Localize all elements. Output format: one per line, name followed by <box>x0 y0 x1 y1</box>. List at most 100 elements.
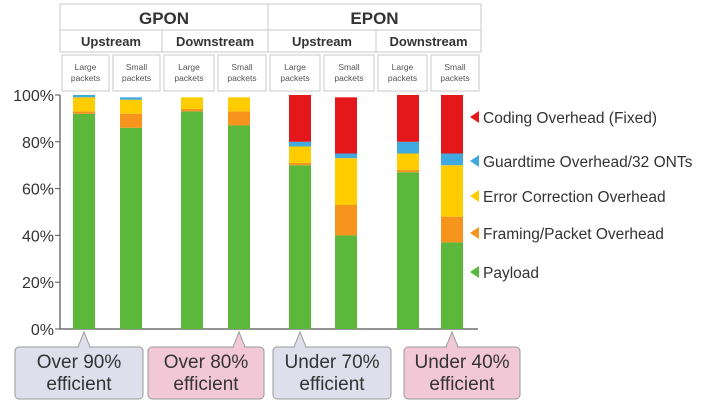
bar-segment-framing-packet-overhead <box>181 109 203 112</box>
y-tick-label: 20% <box>22 275 54 292</box>
bars <box>73 95 463 329</box>
category-label: packets <box>334 73 363 83</box>
subgroup-header-cell <box>375 29 482 53</box>
legend-marker <box>470 111 479 123</box>
category-label: Small <box>338 62 359 72</box>
subgroup-header-label: Upstream <box>81 34 141 49</box>
legend-marker <box>470 227 479 239</box>
callout-text: efficient <box>299 374 365 395</box>
bar-segment-error-correction-overhead <box>397 153 419 170</box>
bar-segment-framing-packet-overhead <box>228 111 250 126</box>
category-header-cell <box>323 54 375 92</box>
category-label: Small <box>126 62 147 72</box>
legend-label: Guardtime Overhead/32 ONTs <box>483 154 693 171</box>
bar-segment-framing-packet-overhead <box>120 113 142 128</box>
category-label: packets <box>174 73 203 83</box>
subgroup-header-label: Upstream <box>292 34 352 49</box>
category-label: Small <box>444 62 465 72</box>
legend: Coding Overhead (Fixed) Guardtime Overhea… <box>470 110 693 282</box>
group-header-label: EPON <box>350 9 398 28</box>
bar-segment-guardtime-overhead-32-onts <box>397 141 419 154</box>
y-tick-label: 40% <box>22 228 54 245</box>
subgroup-header-label: Downstream <box>389 34 467 49</box>
bar-segment-error-correction-overhead <box>181 97 203 110</box>
callout-text: efficient <box>429 374 495 395</box>
bar-segment-guardtime-overhead-32-onts <box>120 97 142 100</box>
y-tick-label: 0% <box>31 322 54 339</box>
category-header-cell <box>377 54 428 92</box>
callout-text: Over 90% <box>37 352 122 373</box>
subgroup-header-label: Downstream <box>176 34 254 49</box>
category-label: Large <box>178 62 200 72</box>
group-header-label: GPON <box>139 9 189 28</box>
bar-segment-framing-packet-overhead <box>397 169 419 173</box>
bar-segment-framing-packet-overhead <box>441 216 463 243</box>
group-header-cell <box>267 3 482 31</box>
category-label: packets <box>71 73 100 83</box>
bar-segment-payload <box>181 111 203 329</box>
bar-segment-payload <box>289 165 311 329</box>
bar-segment-error-correction-overhead <box>228 97 250 112</box>
category-header-cell <box>269 54 321 92</box>
bar-segment-error-correction-overhead <box>73 97 95 112</box>
y-tick-label: 80% <box>22 135 54 152</box>
callout-text: Over 80% <box>164 352 249 373</box>
category-header-cell <box>61 54 110 92</box>
callout-text: efficient <box>173 374 239 395</box>
category-label: packets <box>122 73 151 83</box>
bar-segment-framing-packet-overhead <box>335 204 357 236</box>
legend-marker <box>470 266 479 278</box>
bar-segment-error-correction-overhead <box>120 99 142 114</box>
category-label: Small <box>231 62 252 72</box>
bar-segment-coding-overhead-fixed <box>441 95 463 154</box>
bar-segment-error-correction-overhead <box>335 158 357 205</box>
legend-label: Payload <box>483 265 539 282</box>
bar-segment-payload <box>73 113 95 329</box>
bar-segment-framing-packet-overhead <box>289 162 311 166</box>
bar-segment-error-correction-overhead <box>441 165 463 217</box>
bar-segment-coding-overhead-fixed <box>397 95 419 142</box>
bar-segment-payload <box>397 172 419 329</box>
bar-segment-framing-packet-overhead <box>73 111 95 114</box>
bar-segment-guardtime-overhead-32-onts <box>73 95 95 98</box>
callout-pointer <box>77 330 91 348</box>
category-label: packets <box>388 73 417 83</box>
category-label: Large <box>75 62 97 72</box>
bar-segment-payload <box>120 127 142 329</box>
category-label: packets <box>280 73 309 83</box>
bar-segment-guardtime-overhead-32-onts <box>441 153 463 166</box>
legend-label: Error Correction Overhead <box>483 189 666 206</box>
legend-label: Framing/Packet Overhead <box>483 226 664 243</box>
callout-box <box>403 346 521 400</box>
bar-segment-coding-overhead-fixed <box>335 97 357 154</box>
callout-pointer <box>232 330 246 348</box>
category-header-cell <box>430 54 480 92</box>
callout-box <box>147 346 265 400</box>
category-label: Large <box>392 62 414 72</box>
bar-segment-coding-overhead-fixed <box>289 95 311 142</box>
legend-label: Coding Overhead (Fixed) <box>483 110 657 127</box>
callout-box <box>272 346 392 400</box>
bar-segment-payload <box>441 242 463 329</box>
callout-text: efficient <box>46 374 112 395</box>
group-header-cell <box>59 3 269 31</box>
callout-text: Under 40% <box>414 352 509 373</box>
callout-pointer <box>445 330 459 348</box>
y-tick-label: 60% <box>22 182 54 199</box>
category-header-cell <box>163 54 215 92</box>
legend-marker <box>470 190 479 202</box>
category-header-cell <box>217 54 267 92</box>
category-label: packets <box>440 73 469 83</box>
bar-segment-payload <box>335 235 357 329</box>
bar-segment-error-correction-overhead <box>289 146 311 163</box>
callout-text: Under 70% <box>284 352 379 373</box>
bar-segment-payload <box>228 125 250 329</box>
legend-marker <box>470 155 479 167</box>
bar-segment-guardtime-overhead-32-onts <box>289 141 311 147</box>
callout-pointer <box>293 330 307 348</box>
bar-segment-guardtime-overhead-32-onts <box>335 153 357 159</box>
header-table: GPON EPON Upstream Downstream Upstream Downst… <box>59 3 482 92</box>
